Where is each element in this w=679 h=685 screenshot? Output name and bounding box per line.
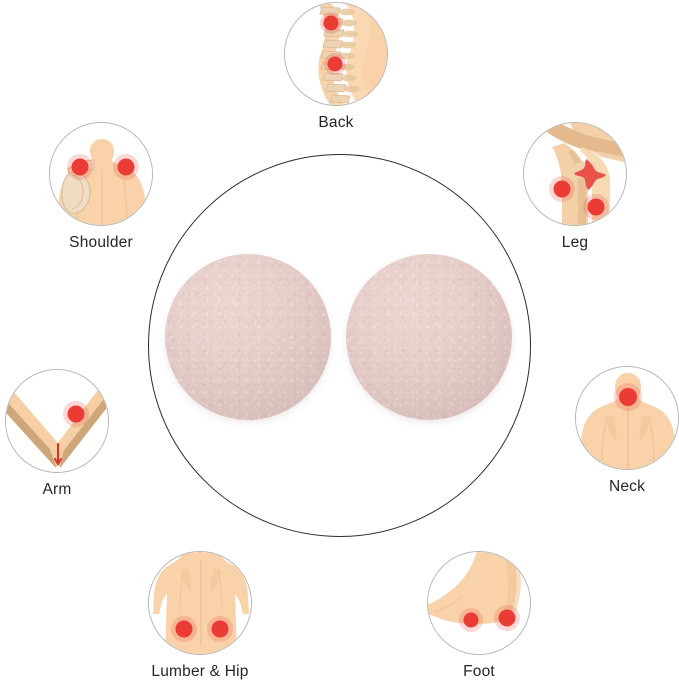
body-part-badge-shoulder[interactable]: Shoulder	[49, 122, 153, 252]
body-part-badge-arm[interactable]: Arm	[5, 369, 109, 499]
body-part-label: Arm	[42, 481, 72, 498]
elbow-joint-icon	[5, 369, 109, 473]
body-part-label: Shoulder	[69, 234, 133, 251]
pain-point	[459, 608, 483, 632]
body-part-badge-foot[interactable]: Foot	[427, 551, 531, 681]
body-part-label: Back	[318, 114, 354, 131]
knee-joint-icon	[523, 122, 627, 226]
massage-ball-right	[346, 254, 512, 420]
neck-back-icon	[575, 366, 679, 470]
product-image-massage-balls	[148, 154, 531, 537]
pain-point	[67, 154, 93, 180]
pain-point	[324, 53, 346, 75]
foot-icon	[427, 551, 531, 655]
pain-point	[171, 616, 197, 642]
body-part-badge-lumber-hip[interactable]: Lumber & Hip	[148, 551, 252, 681]
body-part-label: Neck	[608, 478, 646, 495]
body-part-label: Leg	[561, 234, 589, 251]
spine-icon	[284, 2, 388, 106]
body-part-badge-leg[interactable]: Leg	[523, 122, 627, 252]
pain-point	[494, 605, 520, 631]
body-part-badge-neck[interactable]: Neck	[575, 366, 679, 496]
pain-point	[320, 12, 342, 34]
pain-point	[549, 176, 575, 202]
pain-point	[583, 194, 609, 220]
pain-point	[113, 154, 139, 180]
body-part-label: Lumber & Hip	[151, 663, 249, 680]
body-part-badge-back[interactable]: Back	[284, 2, 388, 132]
shoulder-joint-icon	[49, 122, 153, 226]
pain-point	[614, 383, 642, 411]
pain-point	[207, 616, 233, 642]
massage-ball-left	[165, 254, 331, 420]
body-part-label: Foot	[463, 663, 495, 680]
pain-point	[63, 401, 89, 427]
lower-back-icon	[148, 551, 252, 655]
